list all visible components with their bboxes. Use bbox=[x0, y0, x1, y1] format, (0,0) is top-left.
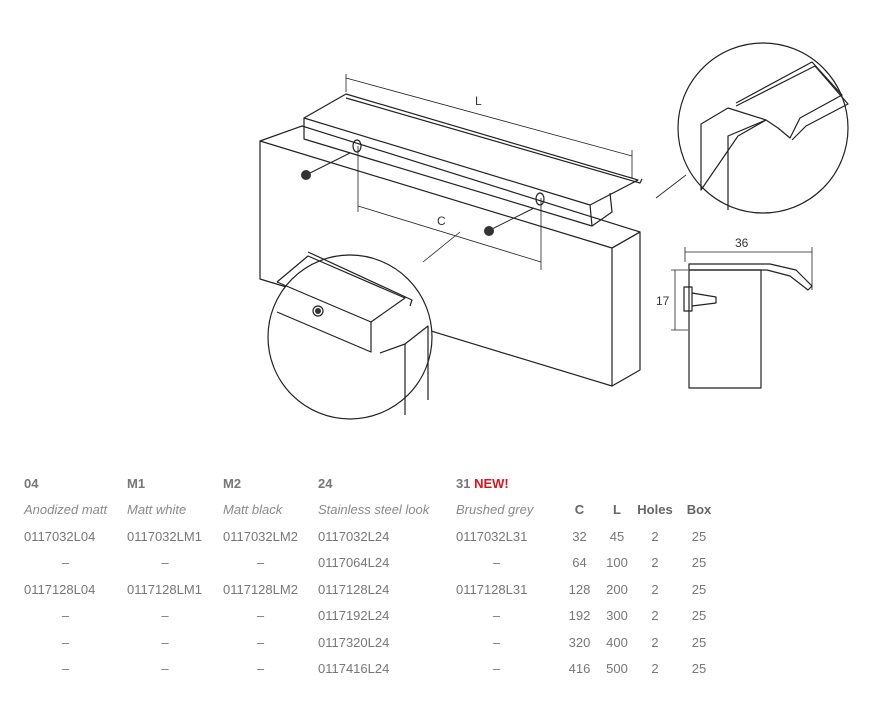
screw-left bbox=[301, 170, 311, 180]
article-code: – bbox=[161, 555, 169, 571]
table-row: – – – 0117064L24 – 64 100 2 25 bbox=[24, 550, 720, 577]
article-code: – bbox=[61, 608, 70, 624]
article-code: – bbox=[492, 555, 501, 571]
article-code: – bbox=[256, 555, 265, 571]
article-code: – bbox=[61, 555, 70, 571]
section-view bbox=[671, 247, 813, 389]
spec-c: 32 bbox=[572, 528, 587, 544]
spec-box: 25 bbox=[691, 634, 707, 650]
article-code: 0117032L31 bbox=[456, 528, 528, 544]
finish-code-m1: M1 bbox=[127, 475, 146, 491]
table-row: 0117032L04 0117032LM1 0117032LM2 0117032L24… bbox=[24, 523, 720, 550]
article-code: 0117128LM2 bbox=[223, 581, 298, 597]
article-code: – bbox=[61, 634, 70, 650]
article-code: 0117128L31 bbox=[456, 581, 528, 597]
new-badge: NEW! bbox=[474, 475, 509, 491]
spec-box: 25 bbox=[691, 555, 707, 571]
article-code: 0117032LM2 bbox=[223, 528, 298, 544]
article-code: 0117032L24 bbox=[318, 528, 390, 544]
spec-box: 25 bbox=[691, 581, 707, 597]
article-code: – bbox=[61, 661, 70, 677]
spec-l: 200 bbox=[606, 581, 628, 597]
article-code: – bbox=[256, 608, 265, 624]
spec-c: 64 bbox=[572, 555, 587, 571]
finish-code-24: 24 bbox=[318, 475, 333, 491]
spec-l: 400 bbox=[606, 634, 628, 650]
article-code: 0117320L24 bbox=[318, 634, 390, 650]
article-code: 0117128L04 bbox=[24, 581, 96, 597]
dimension-c-label: C bbox=[437, 214, 446, 228]
spec-l: 100 bbox=[606, 555, 628, 571]
article-code: – bbox=[161, 608, 169, 624]
article-code: – bbox=[256, 661, 265, 677]
spec-holes: 2 bbox=[651, 661, 659, 677]
spec-l: 500 bbox=[606, 661, 628, 677]
finish-name-matt-black: Matt black bbox=[223, 502, 283, 518]
finish-code-m2: M2 bbox=[223, 475, 242, 491]
dimension-height-label: 17 bbox=[656, 294, 670, 308]
detail-circle-front bbox=[267, 231, 461, 420]
spec-box: 25 bbox=[691, 608, 707, 624]
detail-circle-top bbox=[655, 42, 849, 214]
finish-code-31-cell: 31 NEW! bbox=[456, 470, 557, 497]
article-code: – bbox=[161, 634, 169, 650]
spec-box: 25 bbox=[691, 661, 707, 677]
screw-hole-right bbox=[535, 192, 545, 206]
spec-holes: 2 bbox=[651, 528, 659, 544]
finish-code-04: 04 bbox=[24, 475, 39, 491]
finish-name-brushed-grey: Brushed grey bbox=[456, 502, 534, 518]
article-code: – bbox=[256, 634, 265, 650]
spec-c: 416 bbox=[568, 661, 591, 677]
table-row: – – – 0117192L24 – 192 300 2 25 bbox=[24, 603, 720, 630]
header-holes: Holes bbox=[637, 502, 673, 518]
article-code: 0117192L24 bbox=[318, 608, 390, 624]
header-l: L bbox=[613, 502, 621, 518]
article-code: 0117128LM1 bbox=[127, 581, 202, 597]
article-code: – bbox=[492, 661, 501, 677]
article-code: 0117416L24 bbox=[318, 661, 390, 677]
article-code: 0117032L04 bbox=[24, 528, 96, 544]
spec-holes: 2 bbox=[651, 634, 659, 650]
article-code: 0117064L24 bbox=[318, 555, 390, 571]
dimension-width-label: 36 bbox=[735, 236, 749, 250]
article-code: – bbox=[161, 661, 169, 677]
spec-box: 25 bbox=[691, 528, 707, 544]
header-c: C bbox=[574, 502, 585, 518]
board-top-face bbox=[259, 125, 641, 249]
table-row: – – – 0117416L24 – 416 500 2 25 bbox=[24, 656, 720, 683]
spec-holes: 2 bbox=[651, 555, 659, 571]
spec-c: 128 bbox=[568, 581, 591, 597]
article-code: – bbox=[492, 608, 501, 624]
finish-name-anodized-matt: Anodized matt bbox=[24, 502, 108, 518]
finish-name-matt-white: Matt white bbox=[127, 502, 187, 518]
article-code: 0117128L24 bbox=[318, 581, 390, 597]
screw-right bbox=[484, 226, 494, 236]
board-side-face bbox=[611, 231, 641, 387]
spec-l: 300 bbox=[606, 608, 628, 624]
dimension-l-label: L bbox=[475, 94, 482, 108]
product-table: 04 M1 M2 24 31 NEW! Anodized matt Matt w… bbox=[24, 470, 720, 682]
spec-holes: 2 bbox=[651, 581, 659, 597]
handle-drawing-svg: L C 36 17 bbox=[259, 42, 849, 420]
technical-drawing: L C 36 17 bbox=[259, 42, 849, 420]
spec-c: 192 bbox=[568, 608, 591, 624]
finish-code-31: 31 bbox=[456, 475, 471, 491]
article-code: 0117032LM1 bbox=[127, 528, 202, 544]
finish-name-stainless: Stainless steel look bbox=[318, 502, 430, 518]
finish-name-row: Anodized matt Matt white Matt black Stai… bbox=[24, 497, 720, 524]
article-code: – bbox=[492, 634, 501, 650]
spec-c: 320 bbox=[568, 634, 591, 650]
spec-holes: 2 bbox=[651, 608, 659, 624]
header-box: Box bbox=[686, 502, 712, 518]
table-row: – – – 0117320L24 – 320 400 2 25 bbox=[24, 629, 720, 656]
spec-l: 45 bbox=[609, 528, 625, 544]
finish-code-row: 04 M1 M2 24 31 NEW! bbox=[24, 470, 720, 497]
screw-hole-left bbox=[352, 139, 362, 153]
table-row: 0117128L04 0117128LM1 0117128LM2 0117128L24… bbox=[24, 576, 720, 603]
